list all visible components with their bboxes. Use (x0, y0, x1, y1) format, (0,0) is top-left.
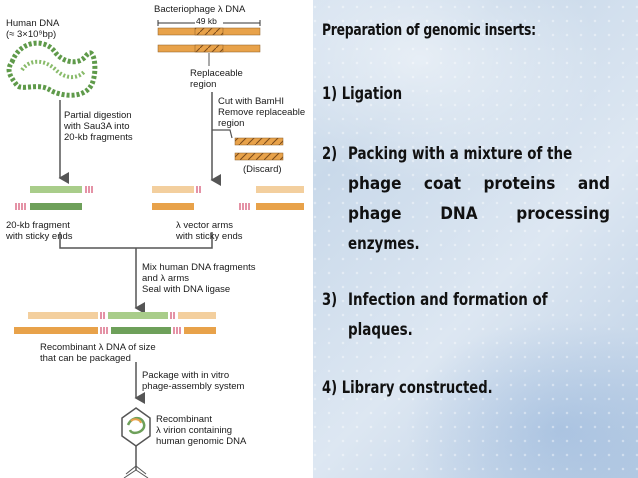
step-2-word: processing (516, 204, 610, 224)
step-2-word: coat (423, 174, 462, 194)
size-label: 49 kb (196, 16, 217, 26)
cut-step-label: Cut with BamHI Remove replaceable region (218, 96, 306, 129)
step-2-line-3: phage DNA processing (348, 200, 622, 228)
diagram-graphics (6, 20, 304, 478)
human-fragment (15, 186, 93, 210)
mix-step-label: Mix human DNA fragments and λ arms Seal … (142, 262, 256, 295)
human-dna-label: Human DNA (≈ 3×10⁹bp) (6, 18, 60, 40)
phage-dna-label: Bacteriophage λ DNA (154, 4, 246, 15)
replaceable-region-label: Replaceable region (190, 68, 243, 90)
step-2-word: DNA (440, 204, 478, 224)
recombinant-dna (14, 312, 216, 334)
step-3-line-1: Infection and formation of (348, 290, 548, 310)
step-3-line-2: plaques. (348, 320, 413, 340)
step-2-line-1: Packing with a mixture of the (348, 144, 573, 164)
vector-arms (152, 186, 304, 210)
step-3-number: 3) (322, 290, 338, 310)
notes-text: Preparation of genomic inserts: 1) Ligat… (322, 20, 614, 398)
step-2-number: 2) (322, 144, 338, 164)
virion-label: Recombinant λ virion containing human ge… (156, 414, 247, 447)
step-2-line-2: phage coat proteins and (348, 170, 622, 198)
step-2-word: proteins (483, 174, 556, 194)
phage-dna-top (157, 20, 261, 66)
notes-heading: Preparation of genomic inserts: (322, 20, 536, 39)
arrow-merge (59, 232, 213, 300)
package-step-label: Package with in vitro phage-assembly sys… (142, 370, 245, 392)
recombinant-dna-label: Recombinant λ DNA of size that can be pa… (40, 342, 156, 364)
human-dna-coil (6, 40, 98, 98)
arrow-discard-branch (212, 129, 233, 139)
discard-fragment (234, 137, 284, 161)
fragment-label: 20-kb fragment with sticky ends (6, 220, 73, 242)
virion-icon (121, 407, 151, 478)
step-1-text: 1) Ligation (322, 84, 403, 104)
step-2-line-4: enzymes. (348, 234, 420, 254)
discard-label: (Discard) (243, 164, 282, 175)
step-2-word: phage (348, 204, 402, 224)
step-2-word: phage (348, 174, 402, 194)
partial-digestion-label: Partial digestion with Sau3A into 20-kb … (64, 110, 133, 143)
diagram-panel: Human DNA (≈ 3×10⁹bp) Bacteriophage λ DN… (0, 0, 313, 478)
step-2-word: and (577, 174, 610, 194)
vector-arms-label: λ vector arms with sticky ends (176, 220, 243, 242)
step-4-text: 4) Library constructed. (322, 378, 493, 398)
